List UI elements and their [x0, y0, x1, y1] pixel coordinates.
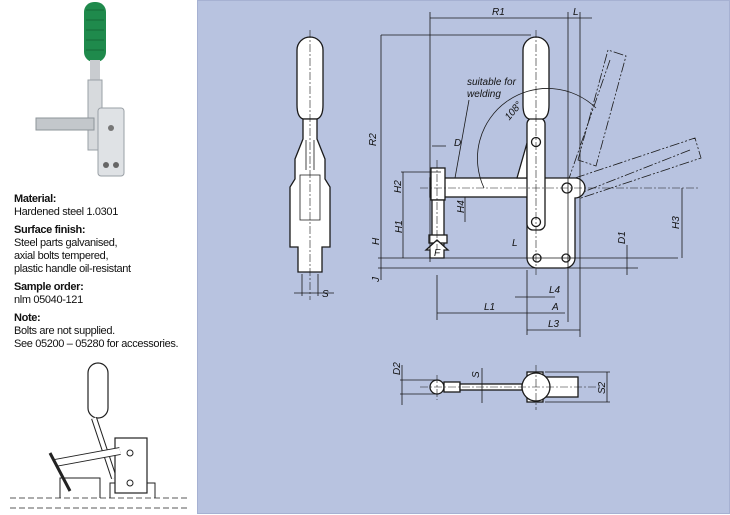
annotation-line-2: welding	[467, 89, 501, 100]
dim-l-mid: L	[512, 238, 518, 249]
dim-l1: L1	[484, 302, 495, 313]
note-line: Bolts are not supplied.	[14, 325, 115, 337]
technical-drawing-panel	[197, 0, 730, 514]
product-photo	[35, 2, 125, 177]
dim-d2: D2	[392, 362, 403, 375]
surface-finish-line: plastic handle oil-resistant	[14, 263, 131, 275]
specifications: Material: Hardened steel 1.0301 Surface …	[14, 193, 196, 351]
dim-s2: S2	[597, 381, 608, 394]
material-heading: Material:	[14, 193, 57, 205]
sample-order-value: nlm 05040-121	[14, 294, 83, 306]
product-info-column: Material: Hardened steel 1.0301 Surface …	[0, 0, 196, 515]
dim-r1: R1	[492, 7, 505, 18]
dim-l3: L3	[548, 319, 560, 330]
note-line: See 05200 – 05280 for accessories.	[14, 338, 179, 350]
dim-h3: H3	[671, 216, 682, 229]
side-view: S	[289, 30, 334, 300]
dim-r2: R2	[368, 133, 379, 146]
sample-order-heading: Sample order:	[14, 281, 84, 293]
dim-j: J	[371, 276, 382, 283]
surface-finish-line: Steel parts galvanised,	[14, 237, 118, 249]
surface-finish-line: axial bolts tempered,	[14, 250, 109, 262]
bottom-view: D2 S S2	[392, 362, 610, 410]
material-value: Hardened steel 1.0301	[14, 206, 118, 218]
technical-drawing: S F R1 L R2 D H2	[289, 7, 702, 410]
dim-d1: D1	[617, 231, 628, 244]
main-view: F R1 L R2 D H2 H4 H1 H J L D1 H3 L4 L1 A…	[368, 7, 702, 337]
dim-l4: L4	[549, 285, 561, 296]
dim-h1: H1	[394, 220, 405, 233]
dim-l-top: L	[573, 7, 579, 18]
note-heading: Note:	[14, 312, 41, 324]
usage-illustration	[10, 362, 190, 509]
force-label: F	[434, 248, 441, 259]
dim-s-side: S	[322, 289, 329, 300]
dim-d: D	[454, 138, 461, 149]
dim-h2: H2	[393, 180, 404, 193]
annotation-line-1: suitable for	[467, 77, 517, 88]
angle-label: 108°	[503, 100, 525, 123]
surface-finish-heading: Surface finish:	[14, 224, 86, 236]
dim-h: H	[371, 237, 382, 245]
dim-h4: H4	[456, 200, 467, 213]
dim-a: A	[551, 302, 559, 313]
dim-s-bottom: S	[471, 371, 482, 378]
